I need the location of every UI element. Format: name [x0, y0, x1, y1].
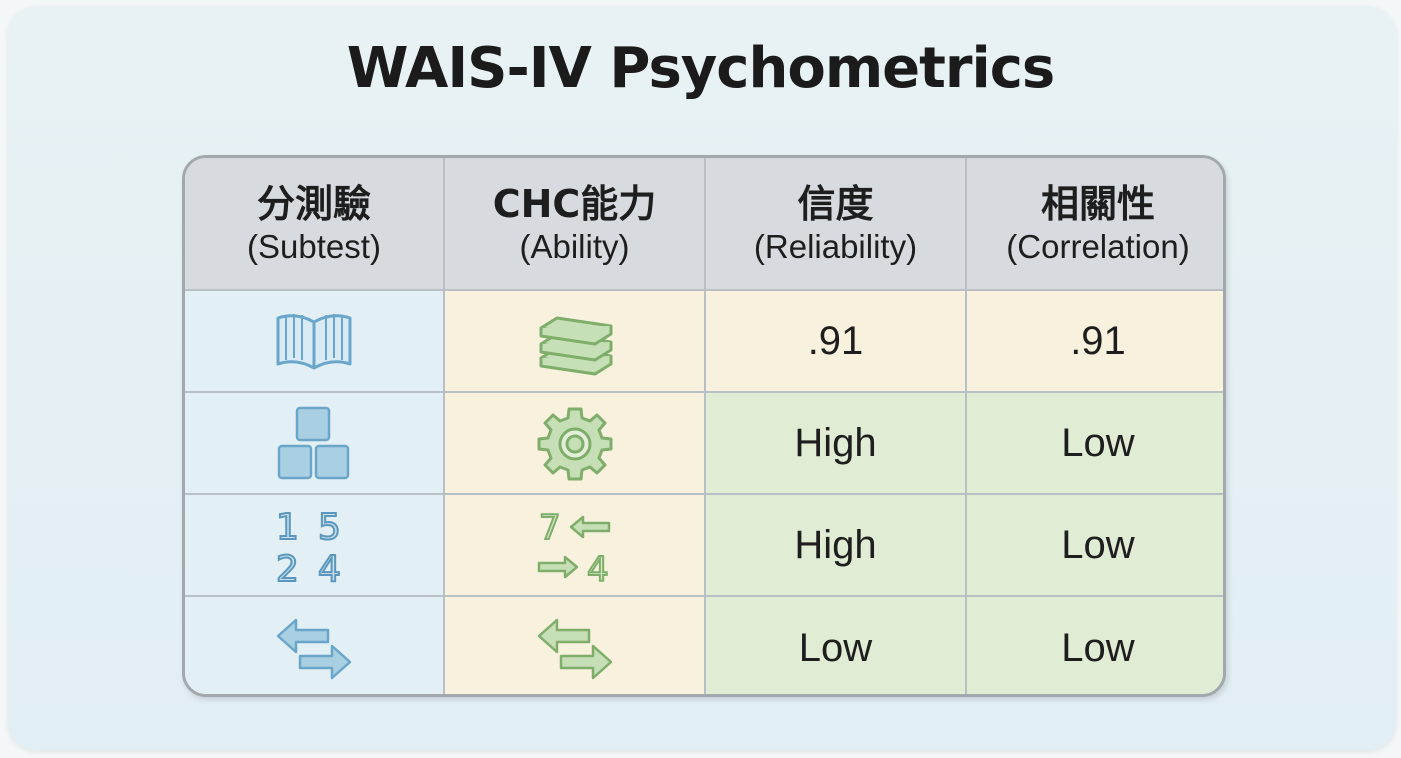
header-reliability: 信度 (Reliability): [706, 158, 967, 291]
header-reliability-zh: 信度: [797, 181, 874, 226]
digits-arrows-icon: 7 4: [537, 507, 610, 585]
digit-2: 2: [276, 549, 299, 585]
row4-correlation-value: Low: [1061, 626, 1135, 670]
row3-correlation-value: Low: [1061, 522, 1135, 567]
row1-reliability-value: .91: [807, 318, 864, 363]
row1-ability-cell: [445, 291, 706, 393]
row1-reliability-cell: .91: [706, 291, 967, 393]
row3-correlation-cell: Low: [967, 495, 1223, 597]
row4-correlation-cell: Low: [967, 597, 1223, 694]
digit-grid-icon: 1 5 2 4: [275, 506, 342, 585]
psychometrics-table: 分測驗 (Subtest) CHC能力 (Ability) 信度 (Reliab…: [182, 155, 1226, 697]
page-title: WAIS-IV Psychometrics: [346, 36, 1056, 101]
header-subtest: 分測驗 (Subtest): [185, 158, 445, 291]
digit-7: 7: [539, 508, 561, 548]
row2-correlation-value: Low: [1061, 420, 1135, 465]
header-subtest-en: (Subtest): [247, 227, 381, 265]
block-design-icon: [277, 406, 350, 480]
stacked-books-icon: [539, 316, 612, 376]
gear-icon: [537, 407, 612, 481]
digit-5: 5: [318, 507, 341, 548]
header-subtest-zh: 分測驗: [256, 181, 371, 226]
row1-correlation-cell: .91: [967, 291, 1223, 393]
open-book-icon: [276, 314, 352, 370]
swap-arrows-icon: [276, 618, 352, 679]
row4-reliability-value: Low: [798, 626, 873, 670]
row4-ability-cell: [445, 597, 706, 694]
header-ability: CHC能力 (Ability): [445, 158, 706, 291]
row4-reliability-cell: Low: [706, 597, 967, 694]
row3-reliability-value: High: [794, 522, 877, 567]
swap-arrows-icon: [537, 618, 612, 679]
header-correlation: 相關性 (Correlation): [967, 158, 1223, 291]
row1-subtest-cell: [185, 291, 445, 393]
header-reliability-en: (Reliability): [753, 227, 918, 265]
row3-ability-cell: 7 4: [445, 495, 706, 597]
row3-subtest-cell: 1 5 2 4: [185, 495, 445, 597]
header-correlation-en: (Correlation): [1006, 227, 1190, 265]
header-ability-zh: CHC能力: [492, 181, 657, 226]
row1-correlation-value: .91: [1070, 318, 1126, 363]
row2-correlation-cell: Low: [967, 393, 1223, 495]
row3-reliability-cell: High: [706, 495, 967, 597]
digit-4: 4: [318, 549, 341, 585]
header-correlation-zh: 相關性: [1040, 181, 1155, 226]
row2-subtest-cell: [185, 393, 445, 495]
row2-reliability-value: High: [794, 420, 877, 465]
row2-ability-cell: [445, 393, 706, 495]
header-ability-en: (Ability): [519, 227, 630, 265]
row2-reliability-cell: High: [706, 393, 967, 495]
digit-1: 1: [276, 507, 299, 548]
row4-subtest-cell: [185, 597, 445, 694]
digit-4-green: 4: [587, 550, 609, 585]
